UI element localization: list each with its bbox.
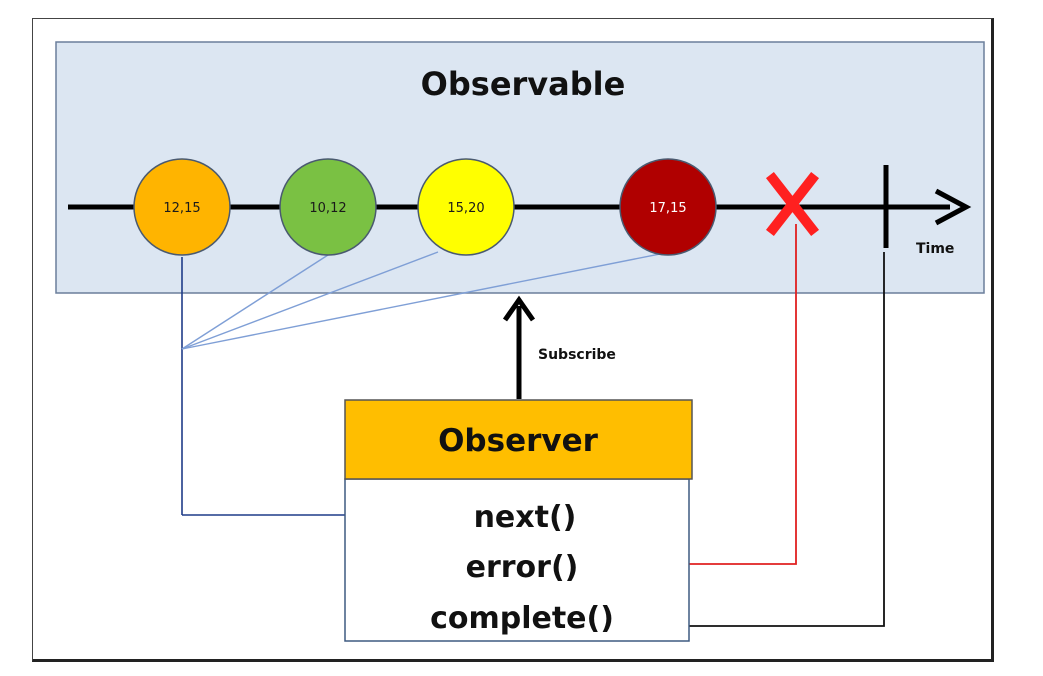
observer-header [344, 399, 693, 480]
observer-methods-box [344, 478, 690, 642]
event-marble-3 [417, 158, 515, 256]
fan-line-event-2 [181, 254, 329, 350]
event-label-3: 15,20 [447, 201, 484, 216]
fan-line-event-3 [181, 251, 439, 350]
method-error: error() [466, 550, 579, 585]
subscribe-label: Subscribe [538, 347, 616, 363]
complete-line [628, 252, 885, 626]
subscribe-arrowhead-icon [502, 295, 536, 322]
event-marbles: 12,15 10,12 15,20 17,15 [133, 158, 717, 256]
observer-title: Observer [438, 423, 599, 459]
fan-line-event-4 [181, 252, 666, 350]
method-next: next() [474, 500, 577, 535]
error-x-icon [765, 171, 820, 237]
event-label-4: 17,15 [649, 201, 686, 216]
event-label-2: 10,12 [309, 201, 346, 216]
time-label: Time [916, 241, 954, 257]
observable-title: Observable [421, 65, 626, 103]
event-label-1: 12,15 [163, 201, 200, 216]
method-complete: complete() [430, 601, 614, 636]
event-marble-2 [279, 158, 377, 256]
event-marble-1 [133, 158, 231, 256]
observable-panel [55, 41, 985, 294]
timeline-arrowhead [934, 188, 972, 226]
event-marble-4 [619, 158, 717, 256]
